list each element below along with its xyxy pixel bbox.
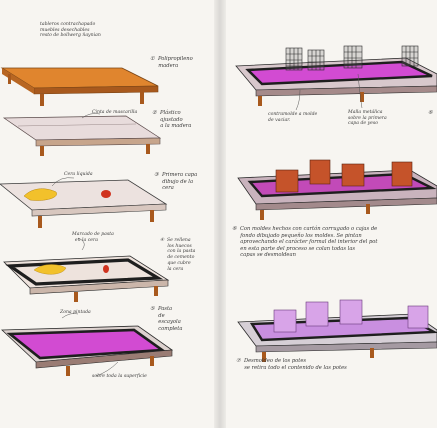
step-5-caption: sobre toda la superficie bbox=[92, 374, 147, 379]
board-4-frame bbox=[3, 255, 170, 302]
step-3-note: ③ Primera capa dibujo de la cera bbox=[154, 172, 198, 191]
board-8-pots bbox=[237, 299, 437, 362]
step-3-label: Cera liquida bbox=[64, 172, 93, 177]
mesh-cages bbox=[285, 45, 419, 71]
board-7-molds bbox=[237, 159, 437, 220]
board-5-pink bbox=[1, 325, 174, 376]
board-2-plastic bbox=[2, 115, 162, 156]
step-6-note: ⑥ Con moldes hechos con cartón corrugado… bbox=[232, 226, 378, 258]
step-5-note: ⑤ Pasta de escayola completa bbox=[150, 306, 183, 332]
board-3-wax bbox=[0, 179, 168, 228]
step-6-marker: ⑥ bbox=[428, 110, 433, 116]
step-4-label: Marcado de pasta en la cera bbox=[72, 232, 114, 243]
label-contramolde: contramolde a molde de vaciar. bbox=[268, 112, 318, 123]
page-fold bbox=[214, 0, 226, 428]
label-malla: Malla metálica sobre la primera capa de … bbox=[348, 110, 387, 127]
step-1-note: ① Polipropileno madera bbox=[150, 56, 193, 69]
step-4-note: ④ Se rellena los huecos con la pasta de … bbox=[160, 238, 196, 272]
step-5-label: Zona pintada bbox=[60, 310, 91, 315]
step-7-note: ⑦ Desmoldeo de los potes se retira todo … bbox=[236, 358, 347, 371]
leader-lines bbox=[51, 73, 363, 377]
header-note: tableros contrachapado muebles desechabl… bbox=[40, 22, 101, 39]
board-1-wood bbox=[0, 67, 159, 106]
step-2-note: ② Plástico ajustado a la madera bbox=[152, 110, 192, 129]
step-2-label: Cinta de mascarilla bbox=[92, 110, 138, 115]
